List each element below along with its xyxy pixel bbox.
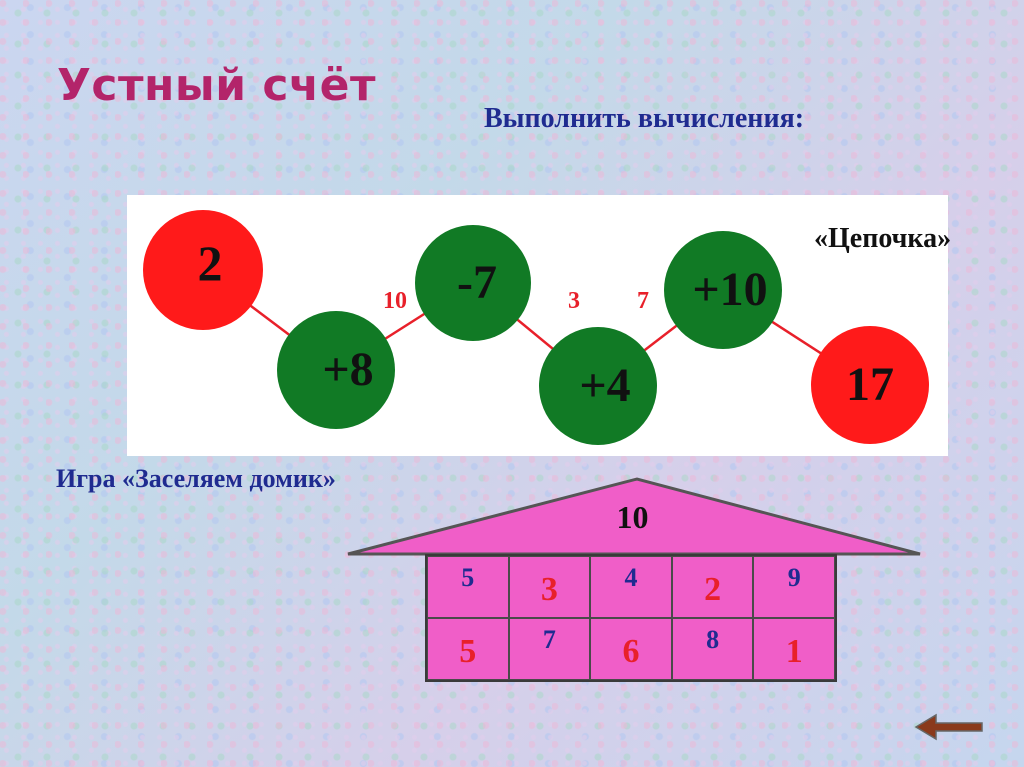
roof-number: 10 bbox=[616, 499, 649, 535]
game-label: Игра «Заселяем домик» bbox=[56, 464, 336, 493]
house-cell[interactable]: 4 bbox=[590, 556, 672, 618]
house-cell[interactable]: 7 bbox=[508, 618, 591, 680]
chain-op-circle bbox=[539, 327, 657, 445]
house-cell[interactable]: 9 bbox=[753, 556, 835, 618]
chain-result-1: 10 bbox=[383, 288, 407, 314]
house-cell[interactable]: 5 bbox=[427, 556, 509, 618]
chain-op-circle bbox=[664, 231, 782, 349]
chain-end-value: 17 bbox=[846, 358, 894, 411]
chain-result-3: 7 bbox=[637, 288, 649, 314]
task-instruction: Выполнить вычисления: bbox=[484, 103, 805, 134]
chain-start-value: 2 bbox=[198, 235, 223, 291]
chain-op-4: +10 bbox=[692, 263, 767, 316]
chain-start-circle bbox=[143, 210, 263, 330]
chain-result-2: 3 bbox=[568, 288, 580, 314]
house-cell[interactable]: 6 bbox=[590, 618, 672, 680]
house-cell[interactable]: 8 bbox=[671, 618, 754, 680]
house-cell[interactable]: 1 bbox=[753, 618, 835, 680]
back-arrow-icon[interactable] bbox=[914, 712, 986, 742]
number-house: 10 5 3 4 2 9 5 7 6 8 1 bbox=[345, 475, 935, 690]
house-cell[interactable]: 2 bbox=[671, 556, 754, 618]
chain-panel: 2 +8 -7 +4 +10 17 10 3 7 «Цепочка» bbox=[127, 195, 952, 456]
chain-op-circle bbox=[277, 311, 395, 429]
chain-op-3: +4 bbox=[579, 359, 630, 412]
chain-label: «Цепочка» bbox=[814, 223, 952, 254]
chain-op-2: -7 bbox=[457, 256, 497, 309]
chain-op-circle bbox=[415, 225, 531, 341]
slide-title: Устный счёт bbox=[57, 60, 376, 111]
chain-op-1: +8 bbox=[322, 343, 373, 396]
house-grid: 5 3 4 2 9 5 7 6 8 1 bbox=[425, 554, 837, 682]
back-arrow-svg bbox=[914, 713, 983, 741]
house-cell[interactable]: 5 bbox=[427, 618, 509, 680]
chain-diagram: 2 +8 -7 +4 +10 17 10 3 7 bbox=[143, 210, 929, 445]
house-cell[interactable]: 3 bbox=[508, 556, 591, 618]
back-arrow-shape bbox=[914, 713, 983, 741]
chain-end-circle bbox=[811, 326, 929, 444]
